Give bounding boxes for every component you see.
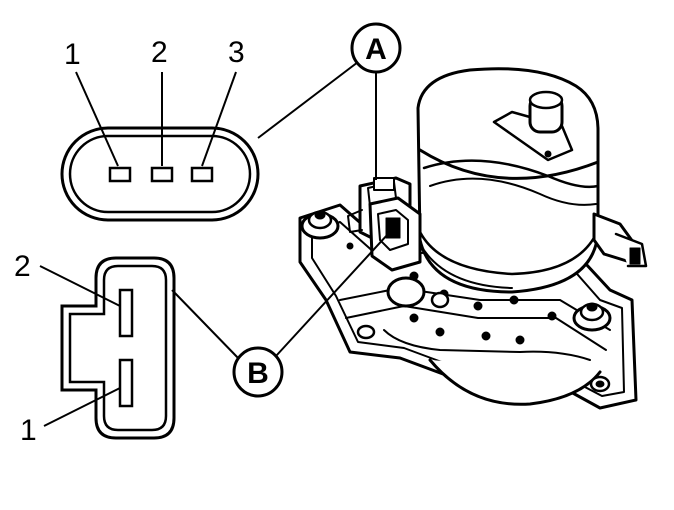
callout-b	[232, 346, 284, 398]
connector-a-pin-3	[190, 166, 214, 183]
connector-b-pin-label-2: 2	[14, 250, 31, 283]
connector-b-pin-1	[118, 358, 134, 408]
callout-b-label: B	[247, 357, 269, 390]
callout-leaders	[171, 61, 389, 361]
connector-a-pin-2	[150, 166, 174, 183]
connector-a-pin-label-1: 1	[64, 38, 81, 71]
connector-b-pin-2	[118, 288, 134, 338]
side-connector	[592, 212, 648, 268]
pump-assembly	[298, 67, 648, 410]
callout-a	[350, 22, 402, 74]
connector-b-face	[39, 256, 176, 440]
connector-a-face	[60, 71, 260, 222]
connector-a-pin-label-3: 3	[228, 36, 245, 69]
connector-a-pin-label-2: 2	[151, 36, 168, 69]
callout-a-label: A	[365, 33, 387, 66]
connector-a-pin-1	[108, 166, 132, 183]
connector-b-housing	[368, 196, 422, 272]
mount-bolt-left	[300, 210, 340, 240]
mount-bolt-right	[572, 302, 612, 332]
connector-b-pin-label-1: 1	[20, 414, 37, 447]
